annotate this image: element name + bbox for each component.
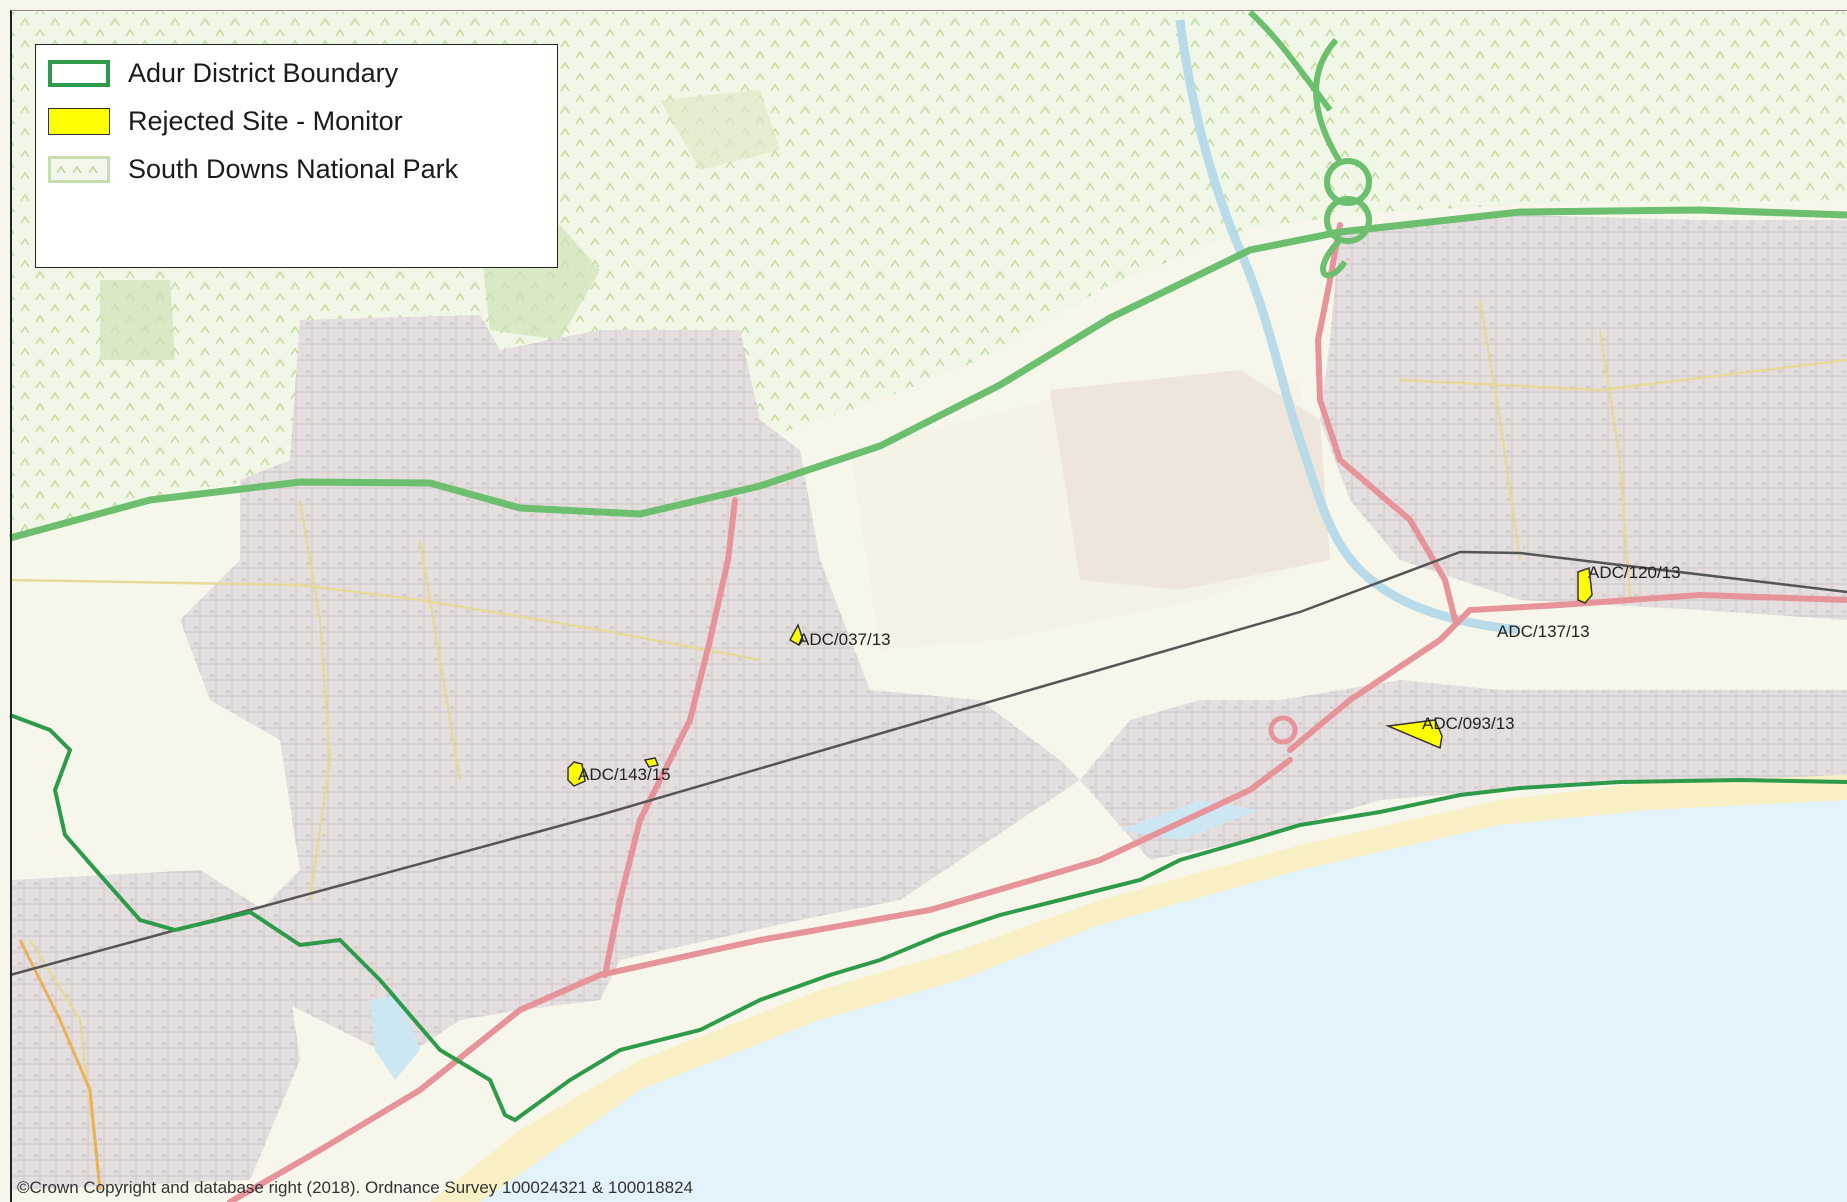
- rejected-sites: [567, 566, 1593, 787]
- boundary-swatch-icon: [48, 59, 110, 87]
- urban-area-west: [180, 315, 1080, 1060]
- park-woodland: [660, 90, 780, 170]
- legend-item-boundary: Adur District Boundary: [48, 55, 398, 91]
- legend-label: Adur District Boundary: [128, 57, 399, 88]
- legend-item-rejected-site: Rejected Site - Monitor: [48, 103, 403, 139]
- copyright-notice: ©Crown Copyright and database right (201…: [17, 1178, 693, 1197]
- legend-label: South Downs National Park: [128, 153, 459, 184]
- pond: [370, 995, 420, 1080]
- major-roads: [227, 222, 1847, 1202]
- a27-road: [9, 206, 1847, 542]
- road-orange: [18, 939, 102, 1191]
- site-label-adc-143-15: ADC/143/15: [578, 765, 671, 784]
- railway: [9, 550, 1847, 977]
- site-label-adc-093-13: ADC/093/13: [1422, 714, 1515, 733]
- river-adur: [1175, 19, 1521, 635]
- a27-junction: [1247, 9, 1372, 279]
- site-label-adc-120-13: ADC/120/13: [1588, 563, 1681, 582]
- legend-item-national-park: South Downs National Park: [48, 151, 458, 187]
- national-park-swatch-icon: [48, 155, 110, 183]
- site-adc-037-13[interactable]: [788, 623, 804, 646]
- roundabout: [1268, 715, 1298, 745]
- site-adc-093-13[interactable]: [1385, 719, 1443, 750]
- site-adc-143-15[interactable]: [567, 761, 586, 787]
- map-legend: Adur District Boundary Rejected Site - M…: [35, 44, 558, 268]
- farmland: [1050, 370, 1330, 590]
- urban-area-southwest: [10, 870, 300, 1190]
- sea: [480, 800, 1847, 1202]
- site-label-adc-037-13: ADC/037/13: [798, 630, 891, 649]
- rejected-site-swatch-icon: [48, 107, 110, 135]
- park-woodland: [100, 280, 175, 360]
- legend-label: Rejected Site - Monitor: [128, 105, 403, 136]
- site-adc-120-13[interactable]: [1577, 566, 1593, 604]
- site-adc-143-15-small[interactable]: [643, 757, 660, 768]
- site-label-adc-137-13: ADC/137/13: [1497, 622, 1590, 641]
- urban-area-east: [1320, 215, 1847, 620]
- adur-district-boundary: [9, 713, 1847, 1123]
